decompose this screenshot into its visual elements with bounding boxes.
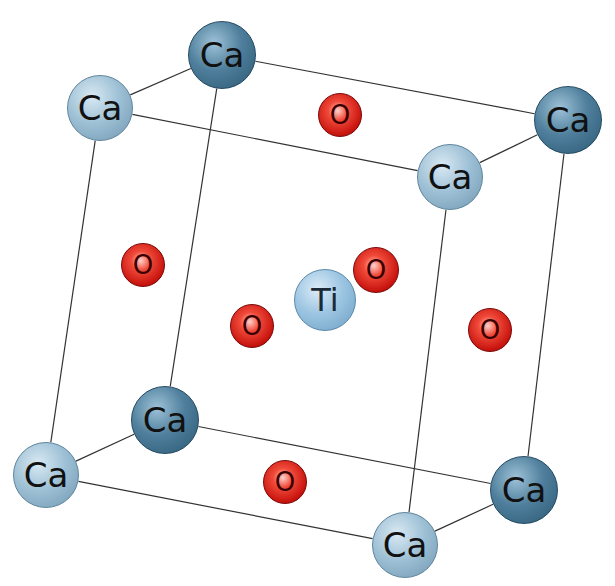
cube-edge [78, 481, 372, 538]
atom-symbol: O [480, 317, 500, 343]
cube-edge [528, 154, 564, 456]
atom-symbol: Ca [143, 403, 188, 437]
atom-symbol: Ca [502, 473, 547, 507]
calcium-atom: Ca [131, 386, 199, 454]
cube-edge [409, 210, 446, 512]
calcium-atom: Ca [188, 21, 256, 89]
cube-edge [170, 89, 217, 387]
cube-edge [198, 427, 490, 484]
cube-edge [132, 114, 417, 170]
atom-symbol: Ca [200, 38, 245, 72]
oxygen-atom: O [230, 304, 274, 348]
atom-symbol: Ca [24, 458, 69, 492]
atom-symbol: O [242, 313, 262, 339]
cube-edge [76, 434, 134, 461]
titanium-atom: Ti [294, 269, 356, 331]
oxygen-atom: O [353, 247, 399, 293]
cube-edge [480, 135, 538, 163]
oxygen-atom: O [121, 243, 165, 287]
atom-symbol: O [133, 252, 153, 278]
calcium-atom: Ca [417, 144, 483, 210]
calcium-atom: Ca [67, 75, 133, 141]
atom-symbol: Ca [428, 160, 473, 194]
atom-symbol: Ti [311, 284, 338, 316]
cube-edge [255, 61, 534, 113]
calcium-atom: Ca [534, 86, 602, 154]
calcium-atom: Ca [13, 442, 79, 508]
atom-symbol: O [330, 102, 350, 128]
cube-edge [51, 141, 95, 443]
cube-edge [435, 504, 493, 531]
cube-edge [130, 69, 191, 95]
calcium-atom: Ca [372, 512, 438, 578]
atom-symbol: O [366, 257, 386, 283]
calcium-atom: Ca [490, 456, 558, 524]
atom-symbol: O [275, 469, 295, 495]
atom-symbol: Ca [383, 528, 428, 562]
atom-symbol: Ca [78, 91, 123, 125]
atom-symbol: Ca [546, 103, 591, 137]
oxygen-atom: O [318, 93, 362, 137]
oxygen-atom: O [263, 460, 307, 504]
oxygen-atom: O [468, 308, 512, 352]
